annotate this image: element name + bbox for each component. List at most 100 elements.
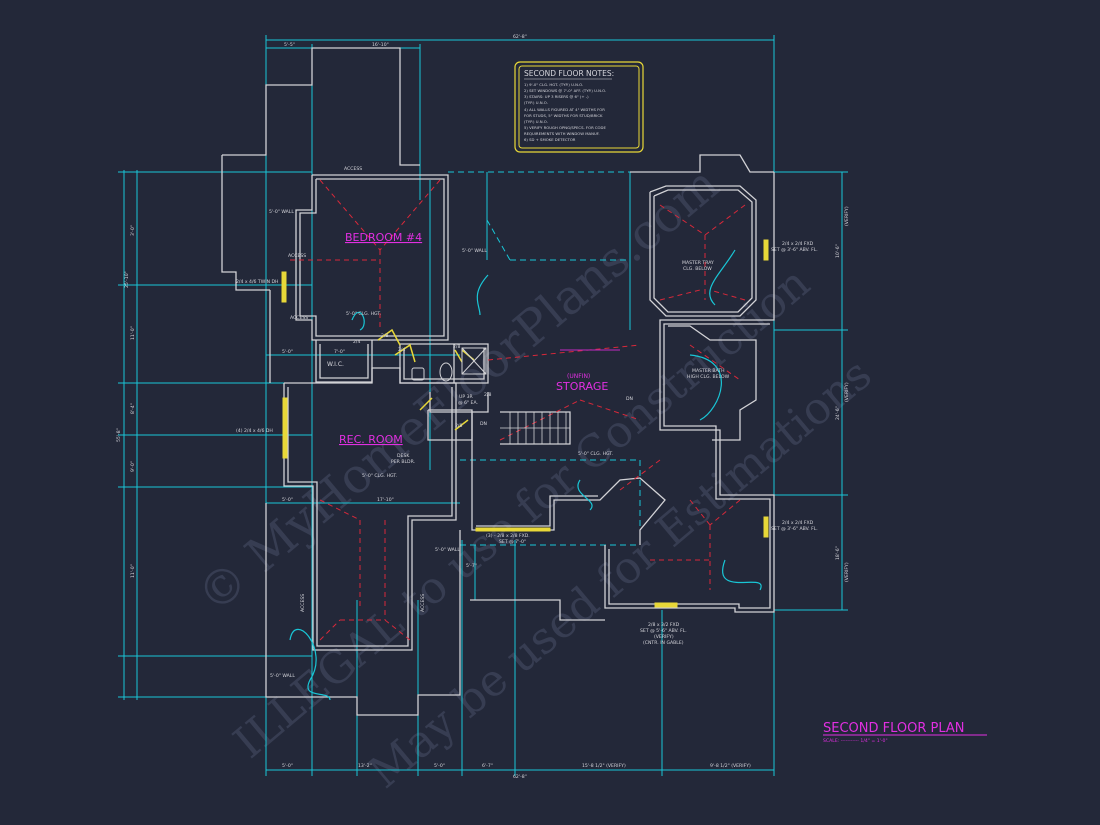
label-storage-windows: (3) - 2/8 x 2/8 FXD. bbox=[486, 533, 530, 539]
rec-room-window bbox=[282, 397, 288, 459]
label-wall-bottom: 5'-0" WALL bbox=[270, 673, 295, 679]
sink-icon bbox=[411, 367, 425, 381]
label-clg-bedroom: 5'-0" CLG. HGT. bbox=[346, 311, 381, 317]
label-closet-c: 2/4 bbox=[398, 347, 405, 353]
label-access-left1: ACCESS bbox=[288, 253, 306, 259]
label-stair-riser: @ 6" EA. bbox=[458, 400, 478, 406]
dim-inner-3: 17'-10" bbox=[377, 497, 394, 503]
label-closet-a: 2/4 bbox=[353, 339, 360, 345]
plan-title: SECOND FLOOR PLAN bbox=[823, 721, 965, 736]
label-gable-set: SET @ 5'-6" ABV. FL. bbox=[640, 628, 687, 634]
bedroom-window bbox=[281, 271, 287, 303]
notes-line: 1) 9'-0" CLG. HGT. (TYP.) U.N.O. bbox=[524, 82, 583, 87]
squiggle-marks bbox=[289, 249, 762, 701]
label-wall-top: 5'-0" WALL bbox=[269, 209, 294, 215]
label-master-tray: MASTER TRAY bbox=[682, 260, 714, 266]
notes-line: 6) SD + SMOKE DETECTOR bbox=[524, 137, 576, 142]
notes-line: FOR STUDS, 5" WIDTHS FOR STUD/BRICK bbox=[524, 113, 603, 118]
dim-inner-4: 5'-0" bbox=[282, 497, 293, 503]
label-storage-down: DN bbox=[626, 396, 633, 402]
label-fxd-mid-set: SET @ 3'-6" ABV. FL. bbox=[771, 526, 818, 532]
notes-box: SECOND FLOOR NOTES: 1) 9'-0" CLG. HGT. (… bbox=[514, 61, 644, 153]
windows bbox=[281, 239, 769, 608]
notes-line: 2) SET WINDOWS @ 7'-0" AFF. (TYP.) U.N.O… bbox=[524, 88, 606, 93]
label-closet-b: 2/8 bbox=[381, 333, 388, 339]
label-wall-mid: 5'-0" WALL bbox=[462, 248, 487, 254]
dim-overall-bottom: 62'-8" bbox=[513, 774, 527, 780]
gable-window bbox=[654, 602, 678, 608]
label-verify-r3: (VERIFY) bbox=[844, 562, 850, 582]
label-desk-note: PER BLDR. bbox=[391, 459, 415, 465]
label-master-tray-clg: CLG. BELOW bbox=[683, 266, 712, 272]
dim-right-1: 10'-6" bbox=[835, 244, 841, 258]
label-gable-window: 2/8 x 3/2 FXD bbox=[648, 622, 680, 628]
label-bedroom-window: 2/4 x 4/6 TWIN DH bbox=[236, 279, 278, 285]
notes-heading: SECOND FLOOR NOTES: bbox=[524, 69, 614, 78]
notes-line: 4) ALL WALLS FIGURED AT 4" WIDTHS FOR bbox=[524, 107, 605, 112]
dimension-texts-vertical: 55'-8" 25'-10" 3'-0" 11'-0" 8'-4" 9'-0" … bbox=[116, 225, 841, 578]
dim-top-2: 16'-10" bbox=[372, 42, 389, 48]
label-clg-storage: 5'-0" CLG. HGT. bbox=[578, 451, 613, 457]
room-label-wic: W.I.C. bbox=[327, 361, 344, 368]
dim-bottom-3: 5'-0" bbox=[434, 763, 445, 769]
label-gable-center: (CNTR. IN GABLE) bbox=[643, 640, 684, 646]
toilet-icon bbox=[439, 362, 453, 382]
label-verify-r1: (VERIFY) bbox=[844, 206, 850, 226]
annotation-labels: ACCESS ACCESS ACCESS 5'-0" WALL 5'-0" WA… bbox=[236, 166, 818, 679]
label-master-bath-clg: HIGH CLG. BELOW bbox=[687, 374, 730, 380]
label-rec-window: (4) 2/4 x 4/6 DH bbox=[236, 428, 273, 434]
label-storage-windows-set: SET @ 7'-0" bbox=[499, 539, 526, 545]
label-closet-e: 2/8 bbox=[484, 392, 491, 398]
title-block: SECOND FLOOR PLAN SCALE: ----------- 1/4… bbox=[823, 721, 987, 744]
notes-line: (TYP.) U.N.O. bbox=[524, 119, 548, 124]
dim-left-c: 8'-4" bbox=[130, 403, 136, 414]
label-master-bath: MASTER BATH bbox=[692, 368, 725, 374]
label-access-bottom-right: ACCESS bbox=[420, 594, 426, 612]
walls bbox=[221, 47, 775, 716]
dashed-guide-lines bbox=[448, 171, 641, 546]
master-tray-window bbox=[763, 239, 769, 261]
dim-bottom-6: 9'-8 1/2" (VERIFY) bbox=[710, 763, 751, 769]
dim-bottom-4: 6'-7" bbox=[482, 763, 493, 769]
dim-left-overall: 55'-8" bbox=[116, 428, 122, 442]
notes-line: REQUIREMENTS WITH WINDOW MANUF. bbox=[524, 131, 600, 136]
label-wall-rec: 5'-0" WALL bbox=[435, 547, 460, 553]
dim-top-1: 5'-5" bbox=[284, 42, 295, 48]
label-access-left2: ACCESS bbox=[290, 315, 308, 321]
label-fxd-top: 2/4 x 2/4 FXD bbox=[782, 241, 814, 247]
shower-icon bbox=[461, 347, 487, 375]
notes-line: 3) STAIRS: UP 3 RISERS @ 6" (+ -) bbox=[524, 94, 589, 99]
stairs bbox=[500, 412, 570, 444]
room-label-bedroom: BEDROOM #4 bbox=[345, 231, 422, 244]
dim-left-d: 9'-0" bbox=[130, 461, 136, 472]
dim-left-e: 11'-0" bbox=[130, 564, 136, 578]
storage-windows bbox=[475, 527, 551, 532]
dim-bottom-2: 13'-2" bbox=[358, 763, 372, 769]
label-stair-up: UP 3R bbox=[459, 394, 474, 400]
hip-lines bbox=[290, 179, 746, 641]
dim-inner-1: 7'-0" bbox=[334, 349, 345, 355]
label-closet-f: 2/8 bbox=[455, 423, 462, 429]
room-labels: BEDROOM #4 REC. ROOM (UNFIN) STORAGE bbox=[339, 231, 608, 446]
dim-right-2: 24'-6" bbox=[835, 406, 841, 420]
master-bath-window bbox=[763, 516, 769, 538]
notes-line: 5) VERIFY ROUGH OPNG/SPECS. FOR CODE bbox=[524, 125, 606, 130]
label-access-bottom-left: ACCESS bbox=[300, 594, 306, 612]
vertical-labels: ACCESS ACCESS (VERIFY) (VERIFY) (VERIFY) bbox=[300, 206, 850, 612]
label-verify-r2: (VERIFY) bbox=[844, 382, 850, 402]
bath-fixtures bbox=[411, 347, 487, 382]
label-access-top: ACCESS bbox=[344, 166, 362, 172]
dim-inner-2: 5'-0" bbox=[282, 349, 293, 355]
dim-overall-top: 62'-8" bbox=[513, 34, 527, 40]
room-label-storage: STORAGE bbox=[556, 380, 608, 393]
label-stair-down: DN bbox=[480, 421, 487, 427]
dim-left-upper: 25'-10" bbox=[124, 271, 130, 288]
dim-inner-5: 5'-7" bbox=[466, 563, 477, 569]
room-label-storage-sub: (UNFIN) bbox=[567, 373, 590, 380]
plan-scale: SCALE: ----------- 1/4" = 1'-0" bbox=[823, 738, 888, 744]
dimension-texts: 62'-8" 5'-5" 16'-10" 62'-8" 5'-0" 13'-2"… bbox=[282, 34, 751, 780]
dim-bottom-1: 5'-0" bbox=[282, 763, 293, 769]
label-clg-rec: 5'-0" CLG. HGT. bbox=[362, 473, 397, 479]
label-gable-verify: (VERIFY) bbox=[654, 634, 674, 640]
